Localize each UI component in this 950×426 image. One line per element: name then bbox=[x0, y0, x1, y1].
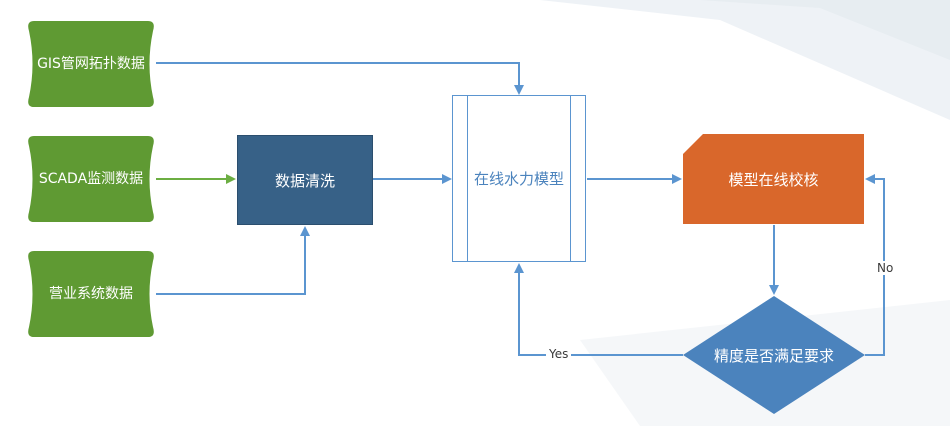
model-calibration-label: 模型在线校核 bbox=[728, 170, 819, 189]
source-shape bbox=[28, 251, 154, 337]
gis-topology-source: GIS管网拓扑数据 bbox=[26, 19, 156, 109]
business-system-source: 营业系统数据 bbox=[26, 249, 156, 339]
arrow-yes-to-model bbox=[514, 263, 683, 356]
arrow-gis-to-model bbox=[156, 62, 524, 95]
source-shape bbox=[28, 21, 154, 107]
hydraulic-model-box: 在线水力模型 bbox=[452, 95, 586, 262]
business-system-label: 营业系统数据 bbox=[49, 286, 133, 302]
model-calibration-box: 模型在线校核 bbox=[683, 134, 864, 224]
data-cleaning-box: 数据清洗 bbox=[237, 135, 373, 225]
source-shape bbox=[28, 136, 154, 222]
yes-label: Yes bbox=[546, 347, 572, 361]
no-label: No bbox=[874, 261, 897, 275]
hydraulic-model-label: 在线水力模型 bbox=[473, 170, 564, 188]
gis-topology-label: GIS管网拓扑数据 bbox=[37, 56, 145, 72]
model-left-bar bbox=[467, 96, 468, 261]
accuracy-decision-label: 精度是否满足要求 bbox=[713, 346, 834, 365]
data-cleaning-label: 数据清洗 bbox=[274, 171, 335, 190]
accuracy-decision: 精度是否满足要求 bbox=[683, 296, 865, 414]
scada-label: SCADA监测数据 bbox=[38, 171, 144, 187]
arrow-business-to-cleaning bbox=[156, 226, 310, 295]
scada-source: SCADA监测数据 bbox=[26, 134, 156, 224]
model-right-bar bbox=[570, 96, 571, 261]
calibration-shape bbox=[683, 134, 864, 224]
decision-shape bbox=[683, 296, 865, 414]
